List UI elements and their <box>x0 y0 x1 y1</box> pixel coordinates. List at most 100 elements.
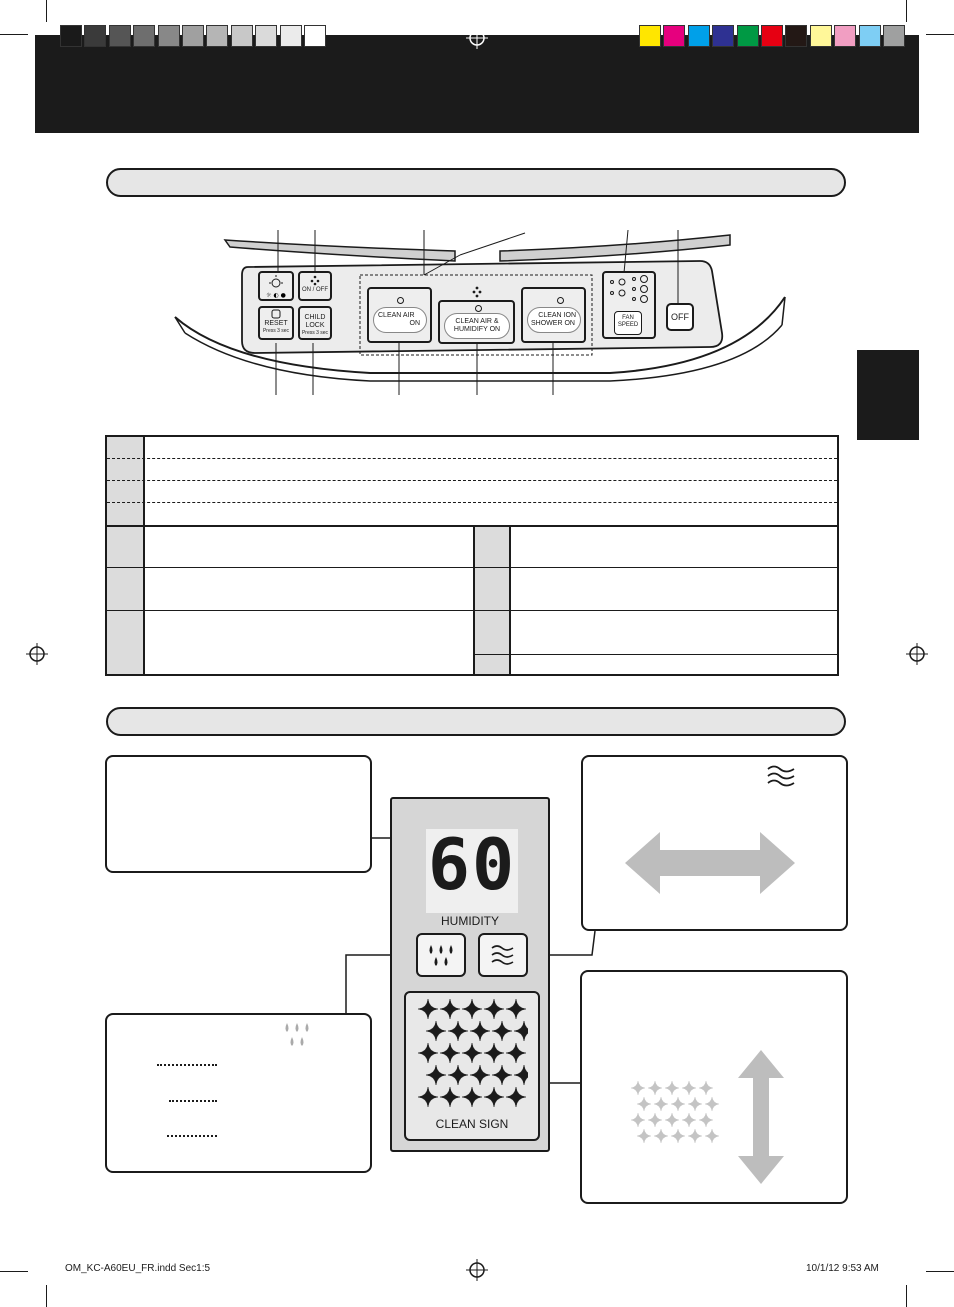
indicator-light <box>397 297 404 304</box>
plasmacluster-icon <box>472 286 482 298</box>
color-swatch <box>809 25 832 47</box>
sparkles-icon <box>418 998 528 1108</box>
color-swatch <box>834 25 857 47</box>
sparkles-faded-icon <box>630 1080 720 1144</box>
display-panel: 60 HUMIDITY CLEAN SIGN <box>390 797 550 1152</box>
registration-target-icon <box>906 643 928 665</box>
clean-air-humidify-label-line2: HUMIDIFY ON <box>453 326 501 333</box>
clean-air-label-line1: CLEAN AIR <box>378 312 415 319</box>
fan-indicator <box>478 933 528 977</box>
color-swatch <box>84 25 107 47</box>
color-swatch <box>663 25 686 47</box>
water-drops-icon <box>429 945 453 966</box>
clean-sign-label: CLEAN SIGN <box>435 1117 509 1131</box>
crop-mark <box>0 34 28 35</box>
clean-air-button[interactable]: CLEAN AIR ON <box>367 287 432 343</box>
humidity-readout: 60 <box>426 825 518 913</box>
airflow-waves-icon <box>491 945 514 965</box>
parts-table <box>105 435 839 676</box>
power-button-label: ON / OFF <box>302 287 328 293</box>
child-lock-label-line1: CHILD <box>304 314 326 321</box>
crop-mark <box>906 1285 907 1307</box>
dotted-leader <box>169 1100 217 1102</box>
filter-icon <box>271 309 281 319</box>
clean-sign-indicator: CLEAN SIGN <box>404 991 540 1141</box>
callout-box-humidity <box>105 755 372 873</box>
crop-mark <box>926 1271 954 1272</box>
clean-ion-label-line2: SHOWER ON <box>531 320 575 327</box>
color-swatch <box>108 25 131 47</box>
footer-file-info: OM_KC-A60EU_FR.indd Sec1:5 <box>65 1263 211 1274</box>
color-swatch <box>785 25 808 47</box>
callout-box-fan <box>581 755 848 931</box>
table-row-divider <box>107 610 837 611</box>
humidify-indicator <box>416 933 466 977</box>
dotted-leader <box>157 1064 217 1066</box>
table-number-column <box>107 437 143 674</box>
callout-box-humidify <box>105 1013 372 1173</box>
clean-ion-shower-button[interactable]: CLEAN ION SHOWER ON <box>521 287 586 343</box>
crop-mark <box>0 1271 28 1272</box>
table-divider <box>473 526 475 674</box>
table-row-divider <box>107 525 837 527</box>
child-lock-button[interactable]: CHILD LOCK Press 3 sec <box>298 306 332 340</box>
double-arrow-vertical-icon <box>738 1050 784 1184</box>
double-arrow-horizontal-icon <box>625 832 795 894</box>
color-swatch <box>858 25 881 47</box>
color-swatch <box>230 25 253 47</box>
color-swatch <box>883 25 905 47</box>
table-row-divider <box>107 480 837 481</box>
color-swatch <box>761 25 783 47</box>
water-drops-icon <box>285 1023 309 1046</box>
color-swatch <box>712 25 735 47</box>
fan-speed-label-line1: FAN <box>622 315 634 321</box>
humidity-label: HUMIDITY <box>441 914 499 928</box>
table-row-divider <box>107 502 837 503</box>
child-lock-label-line2: LOCK <box>305 322 325 329</box>
color-swatch <box>255 25 278 47</box>
child-lock-hint: Press 3 sec <box>301 330 329 336</box>
color-swatch <box>736 25 759 47</box>
fan-speed-label-line2: SPEED <box>617 322 639 328</box>
color-swatch <box>182 25 204 47</box>
section-bar-control-panel <box>106 168 846 197</box>
indicator-light <box>557 297 564 304</box>
reset-button[interactable]: RESET Press 3 sec <box>258 306 294 340</box>
color-swatch <box>687 25 710 47</box>
power-button[interactable]: ON / OFF <box>298 271 332 301</box>
color-swatch <box>279 25 302 47</box>
color-swatch <box>206 25 229 47</box>
color-swatch <box>60 25 82 47</box>
plasmacluster-icon <box>310 275 320 286</box>
reset-label: RESET <box>264 320 288 327</box>
clean-air-humidify-button[interactable]: CLEAN AIR & HUMIDIFY ON <box>438 300 515 344</box>
crop-mark <box>906 0 907 22</box>
crop-mark <box>46 1285 47 1307</box>
off-button[interactable]: OFF <box>666 303 694 331</box>
registration-target-icon <box>466 1259 488 1281</box>
table-row-divider <box>107 458 837 459</box>
fan-speed-panel: FAN SPEED <box>602 271 656 339</box>
clean-ion-label-line1: CLEAN ION <box>538 312 576 319</box>
color-swatch <box>639 25 661 47</box>
light-button[interactable]: ☼ ◐ ● <box>258 271 294 301</box>
color-swatch <box>157 25 180 47</box>
crop-mark <box>46 0 47 22</box>
crop-mark <box>926 34 954 35</box>
table-number-column-right <box>473 526 509 674</box>
fan-mode-icons <box>610 275 648 303</box>
header-bar <box>35 35 919 133</box>
table-row-divider <box>107 567 837 568</box>
table-divider <box>143 437 145 674</box>
airflow-waves-icon <box>767 765 795 787</box>
reset-hint: Press 3 sec <box>262 328 290 334</box>
registration-target-icon <box>466 27 488 49</box>
clean-air-label-line2: ON <box>409 320 421 327</box>
registration-target-icon <box>26 643 48 665</box>
svg-text:☼ ◐ ●: ☼ ◐ ● <box>266 292 286 299</box>
fan-speed-button[interactable]: FAN SPEED <box>614 311 642 335</box>
table-row-divider <box>473 654 837 655</box>
dotted-leader <box>167 1135 217 1137</box>
off-label: OFF <box>671 312 689 322</box>
color-swatch <box>304 25 326 47</box>
